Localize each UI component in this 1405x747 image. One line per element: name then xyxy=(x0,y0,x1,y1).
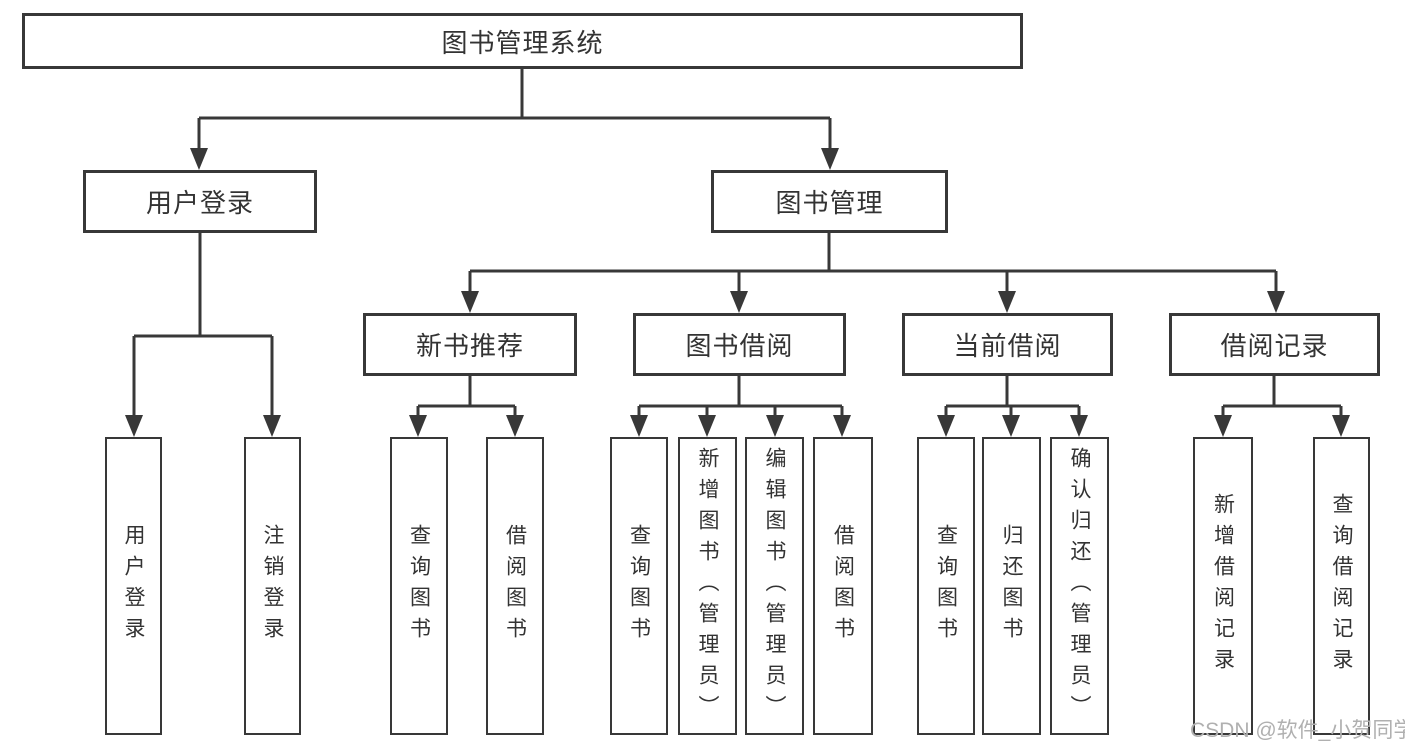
leaf-label: 新增借阅记录 xyxy=(1211,493,1235,679)
arrowhead xyxy=(630,415,648,437)
node-label: 图书管理 xyxy=(775,188,884,218)
connector-book-borrowing-children xyxy=(637,376,844,415)
arrowhead xyxy=(766,415,784,437)
leaf-label: 查询借阅记录 xyxy=(1330,493,1353,679)
leaf-label: 用户登录 xyxy=(122,524,145,648)
leaf-query-books-borrowing: 查询图书 xyxy=(610,437,668,735)
node-label: 图书管理系统 xyxy=(441,27,604,58)
leaf-edit-book-admin: 编辑图书（管理员） xyxy=(745,437,804,735)
arrowhead xyxy=(263,415,281,437)
connector-borrowing-records-children xyxy=(1221,376,1343,415)
leaf-label: 归还图书 xyxy=(1000,524,1023,648)
leaf-label: 查询图书 xyxy=(627,524,651,648)
leaf-label: 查询图书 xyxy=(407,524,431,648)
node-library-management-system: 图书管理系统 xyxy=(22,13,1023,69)
leaf-borrow-books-recommend: 借阅图书 xyxy=(486,437,544,735)
leaf-add-borrowing-record: 新增借阅记录 xyxy=(1193,437,1253,735)
node-label: 当前借阅 xyxy=(953,331,1062,361)
leaf-confirm-return-admin: 确认归还（管理员） xyxy=(1050,437,1109,735)
node-label: 图书借阅 xyxy=(685,331,794,361)
leaf-label: 借阅图书 xyxy=(831,524,855,648)
node-label: 新书推荐 xyxy=(415,331,524,361)
arrowhead xyxy=(190,148,208,170)
node-book-management: 图书管理 xyxy=(711,170,948,233)
leaf-label: 编辑图书（管理员） xyxy=(763,446,786,726)
connector-new-book-children xyxy=(416,376,517,415)
node-label: 借阅记录 xyxy=(1220,331,1329,361)
arrowhead xyxy=(730,291,748,313)
csdn-watermark: CSDN @软件_小贺同学 xyxy=(1190,719,1405,742)
leaf-borrow-books: 借阅图书 xyxy=(813,437,873,735)
node-label: 用户登录 xyxy=(145,188,254,218)
node-book-borrowing: 图书借阅 xyxy=(633,313,846,376)
leaf-query-borrowing-record: 查询借阅记录 xyxy=(1313,437,1370,735)
leaf-return-books: 归还图书 xyxy=(982,437,1041,735)
arrowhead xyxy=(833,415,851,437)
leaf-label: 注销登录 xyxy=(261,524,284,648)
arrowhead xyxy=(998,291,1016,313)
node-borrowing-records: 借阅记录 xyxy=(1169,313,1380,376)
arrowhead xyxy=(698,415,716,437)
arrowhead xyxy=(461,291,479,313)
node-user-login: 用户登录 xyxy=(83,170,317,233)
leaf-label: 确认归还（管理员） xyxy=(1068,446,1091,726)
arrowhead xyxy=(506,415,524,437)
connector-book-management-children xyxy=(468,233,1278,291)
arrowhead xyxy=(1002,415,1020,437)
arrowhead xyxy=(409,415,427,437)
node-new-book-recommendation: 新书推荐 xyxy=(363,313,577,376)
leaf-add-book-admin: 新增图书（管理员） xyxy=(678,437,737,735)
arrowhead xyxy=(1332,415,1350,437)
leaf-label: 查询图书 xyxy=(934,524,958,648)
arrowhead xyxy=(125,415,143,437)
leaf-label: 借阅图书 xyxy=(503,524,527,648)
arrowhead xyxy=(937,415,955,437)
connector-user-login-children xyxy=(132,233,274,415)
arrowhead xyxy=(821,148,839,170)
arrowhead xyxy=(1070,415,1088,437)
leaf-logout: 注销登录 xyxy=(244,437,301,735)
arrowhead xyxy=(1267,291,1285,313)
leaf-query-books-current: 查询图书 xyxy=(917,437,975,735)
leaf-user-login: 用户登录 xyxy=(105,437,162,735)
connector-root-to-level2 xyxy=(197,69,832,148)
connector-current-borrowing-children xyxy=(944,376,1081,415)
arrowhead xyxy=(1214,415,1232,437)
leaf-label: 新增图书（管理员） xyxy=(696,446,719,726)
node-current-borrowing: 当前借阅 xyxy=(902,313,1113,376)
leaf-query-books-recommend: 查询图书 xyxy=(390,437,448,735)
